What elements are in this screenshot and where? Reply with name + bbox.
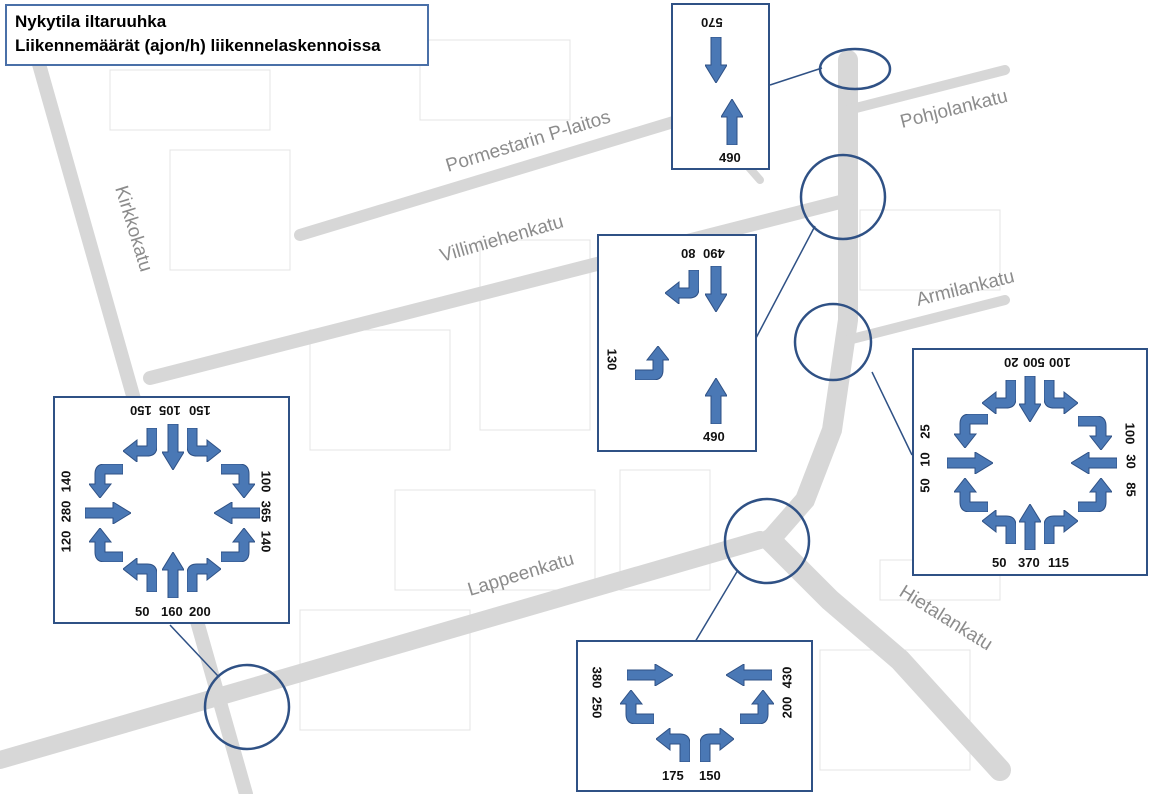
arrow-straight-east: [214, 502, 260, 524]
arrow-straight-south: [705, 37, 727, 83]
volume-bottom-left: 50: [135, 604, 150, 619]
volume-bottom-through: 160: [161, 604, 183, 619]
volume-east-right: 100: [258, 470, 274, 493]
volume-top-right: 150: [130, 403, 152, 418]
arrow-straight-bottom: [1019, 504, 1041, 550]
volume-top-through: 105: [159, 403, 181, 418]
arrow-straight-north: [721, 99, 743, 145]
volume-bottom-right: 115: [1048, 555, 1069, 570]
arrow-turn-west-up: [89, 464, 123, 498]
arrow-turn-right-down: [1078, 478, 1112, 512]
connector-line: [769, 67, 823, 86]
intersection-circle-roundabout: [793, 302, 873, 382]
volume-from-south-left: 175: [662, 768, 684, 783]
arrow-straight-west: [85, 502, 131, 524]
arrow-straight-from-south: [705, 378, 727, 424]
title-line-1: Nykytila iltaruuhka: [15, 12, 167, 31]
volume-from-west-through: 380: [589, 666, 605, 689]
arrow-turn-top-right: [1044, 380, 1078, 414]
intersection-circle-lappeen: [723, 497, 811, 585]
volume-from-north: 490: [703, 246, 725, 261]
intersection-circle-kirkko: [203, 663, 291, 751]
volume-west-left: 140: [58, 470, 74, 493]
panel-roundabout-intersection: 100 500 20 25 10 50 100 30 85 50 370 115: [912, 348, 1148, 576]
volume-right-through: 30: [1123, 454, 1139, 469]
panel-lappeen-intersection: 380 250 430 200 175 150: [576, 640, 813, 792]
arrow-turn-bottom-left: [123, 558, 157, 592]
volume-top-left: 20: [1004, 355, 1019, 370]
volume-left-right: 25: [917, 424, 933, 439]
volume-from-east-through: 430: [779, 666, 795, 689]
volume-top-left: 150: [189, 403, 211, 418]
arrow-turn-top-left: [187, 428, 221, 462]
arrow-turn-from-south-right: [700, 728, 734, 762]
arrow-turn-top-left: [982, 380, 1016, 414]
volume-from-north-left: 80: [681, 246, 696, 261]
arrow-turn-bottom-right: [187, 558, 221, 592]
arrow-turn-east-down: [221, 528, 255, 562]
arrow-turn-from-west-right: [620, 690, 654, 724]
panel-north-intersection: 570 490: [671, 3, 770, 170]
panel-kirkko-intersection: 150 105 150 140 280 120 100 365 140 50 1…: [53, 396, 290, 624]
arrow-turn-right-up: [1078, 416, 1112, 450]
volume-west-right: 120: [58, 530, 74, 553]
connector-line: [694, 569, 739, 643]
arrow-turn-east-up: [221, 464, 255, 498]
volume-west-through: 280: [58, 500, 74, 523]
arrow-turn-left-up: [954, 414, 988, 448]
arrow-straight-left: [947, 452, 993, 474]
connector-line: [871, 371, 913, 456]
arrow-straight-from-north: [705, 266, 727, 312]
arrow-turn-left-from-north: [665, 270, 699, 304]
volume-east-left: 140: [258, 530, 274, 553]
intersection-circle-villimies: [799, 153, 887, 241]
volume-from-east-left: 200: [779, 696, 795, 719]
volume-top-through: 500: [1023, 355, 1045, 370]
volume-from-south: 490: [703, 429, 725, 444]
volume-left-through: 10: [917, 452, 933, 467]
arrow-straight-bottom: [162, 552, 184, 598]
volume-right-right: 85: [1123, 482, 1139, 497]
volume-left-left: 50: [917, 478, 933, 493]
arrow-turn-west-down: [89, 528, 123, 562]
volume-from-west-right: 130: [604, 348, 620, 371]
arrow-turn-top-right: [123, 428, 157, 462]
volume-bottom-left: 50: [992, 555, 1007, 570]
arrow-straight-from-east: [726, 664, 772, 686]
title-line-2: Liikennemäärät (ajon/h) liikennelaskenno…: [15, 36, 381, 55]
arrow-straight-from-west: [627, 664, 673, 686]
arrow-turn-from-east-left: [740, 690, 774, 724]
volume-bottom-right: 200: [189, 604, 211, 619]
arrow-turn-right-from-west: [635, 346, 669, 380]
connector-line: [755, 225, 816, 339]
volume-from-south-right: 150: [699, 768, 721, 783]
title-box: Nykytila iltaruuhka Liikennemäärät (ajon…: [5, 4, 429, 66]
arrow-straight-right: [1071, 452, 1117, 474]
arrow-straight-top: [162, 424, 184, 470]
arrow-turn-from-south-left: [656, 728, 690, 762]
volume-south-in: 570: [701, 15, 723, 30]
arrow-turn-left-down: [954, 478, 988, 512]
volume-from-west-right: 250: [589, 696, 605, 719]
volume-east-through: 365: [258, 500, 274, 523]
arrow-turn-bottom-right: [1044, 510, 1078, 544]
connector-line: [169, 624, 219, 677]
volume-right-left: 100: [1122, 422, 1138, 445]
volume-top-right: 100: [1049, 355, 1071, 370]
volume-north-in: 490: [719, 150, 741, 165]
arrow-turn-bottom-left: [982, 510, 1016, 544]
arrow-straight-top: [1019, 376, 1041, 422]
volume-bottom-through: 370: [1018, 555, 1040, 570]
panel-villimies-intersection: 490 80 130 490: [597, 234, 757, 452]
